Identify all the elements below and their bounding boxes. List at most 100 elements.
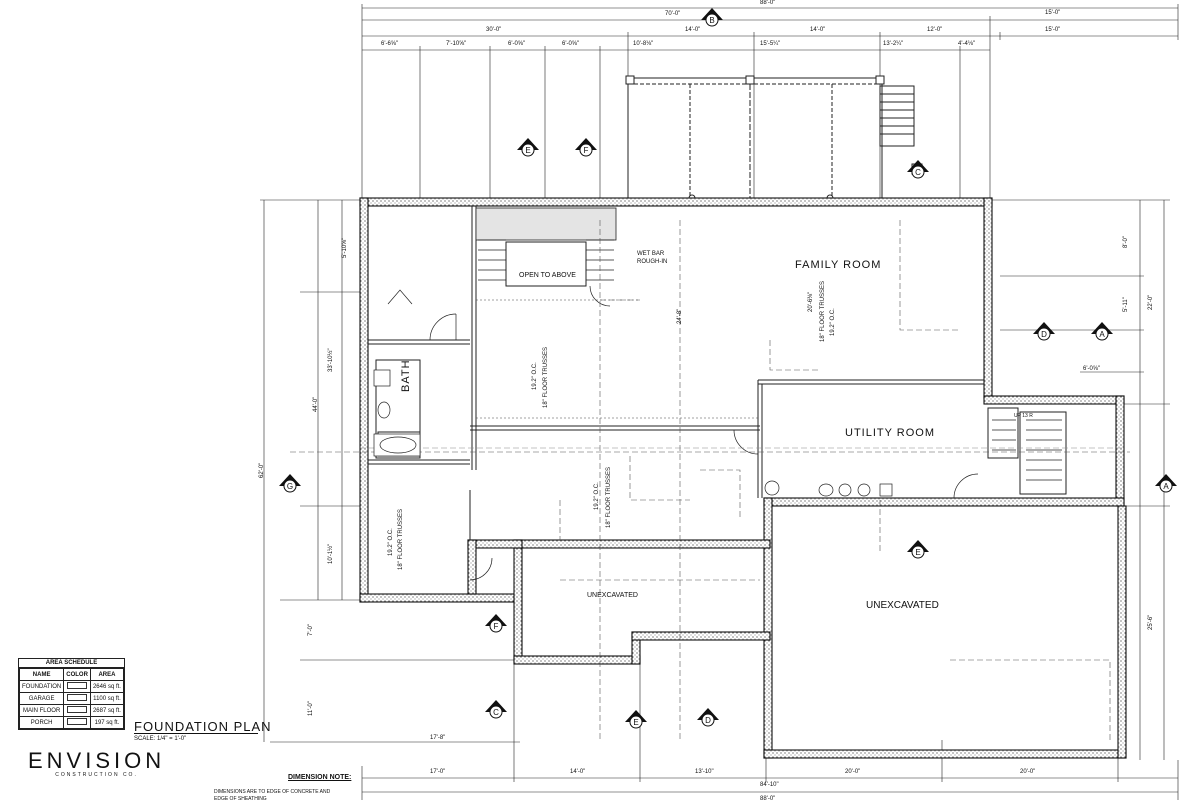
room-label-family: FAMILY ROOM bbox=[795, 259, 882, 271]
label-unexcavated-left: UNEXCAVATED bbox=[587, 592, 638, 599]
main-floor-outline bbox=[290, 220, 1130, 740]
dim-top-mid: 70'-0" bbox=[665, 11, 681, 17]
dim-bottom-left-17: 17'-8" bbox=[430, 735, 446, 741]
section-marker: A bbox=[1091, 322, 1113, 341]
dim-center-24: 24'-8" bbox=[677, 308, 683, 324]
door-swings bbox=[387, 285, 979, 581]
truss-label-center-oc: 19.2" O.C. bbox=[532, 362, 538, 390]
dim-top-s6: 15'-5¼" bbox=[760, 41, 781, 47]
title-underline bbox=[134, 733, 258, 734]
dim-top-overall: 88'-0" bbox=[760, 0, 776, 6]
section-marker: F bbox=[485, 614, 507, 633]
label-unexcavated-right: UNEXCAVATED bbox=[866, 600, 939, 611]
area-schedule-title: AREA SCHEDULE bbox=[19, 659, 124, 668]
porch-frame bbox=[627, 77, 915, 205]
section-marker: G bbox=[279, 474, 301, 493]
schedule-area: 2687 sq ft. bbox=[89, 704, 125, 717]
table-row: MAIN FLOOR 2687 sq ft. bbox=[18, 704, 125, 717]
dim-top-a: 30'-0" bbox=[486, 27, 502, 33]
schedule-header-area: AREA bbox=[89, 668, 125, 681]
drawing-scale: SCALE: 1/4" = 1'-0" bbox=[134, 736, 187, 742]
dim-left-44: 44'-0" bbox=[313, 396, 319, 412]
dim-left-10: 10'-1½" bbox=[328, 543, 334, 564]
dim-top-right-overall: 15'-0" bbox=[1045, 10, 1061, 16]
table-row: FOUNDATION 2646 sq ft. bbox=[18, 680, 125, 693]
section-letter: C bbox=[493, 708, 499, 717]
section-letter: F bbox=[494, 622, 499, 631]
dim-bottom-e: 20'-0" bbox=[1020, 769, 1036, 775]
dimension-note-line1: DIMENSIONS ARE TO EDGE OF CONCRETE AND bbox=[214, 789, 331, 795]
truss-label-family: 18" FLOOR TRUSSES bbox=[820, 280, 826, 342]
color-swatch bbox=[67, 706, 88, 713]
truss-label-center: 18" FLOOR TRUSSES bbox=[543, 346, 549, 408]
truss-label-lower-oc: 19.2" O.C. bbox=[594, 482, 600, 510]
section-marker: C bbox=[485, 700, 507, 719]
top-dimension-lines bbox=[361, 4, 1179, 200]
section-marker: E bbox=[907, 540, 929, 559]
section-letter: A bbox=[1163, 482, 1169, 491]
dim-right-8: 8'-0" bbox=[1123, 236, 1129, 248]
area-schedule-table: NAME COLOR AREA FOUNDATION 2646 sq ft. G… bbox=[18, 668, 125, 729]
section-marker: C bbox=[907, 160, 929, 179]
color-swatch bbox=[67, 694, 88, 701]
label-open-to-above: OPEN TO ABOVE bbox=[519, 272, 576, 279]
dim-right-22: 22'-0" bbox=[1148, 294, 1154, 310]
label-stairs-up: UP 13 R bbox=[1014, 413, 1033, 419]
truss-label-left-oc: 19.2" O.C. bbox=[388, 528, 394, 556]
left-dimension-lines bbox=[260, 199, 520, 742]
section-letter: D bbox=[705, 716, 711, 725]
room-label-utility: UTILITY ROOM bbox=[845, 427, 936, 439]
schedule-header-name: NAME bbox=[18, 668, 65, 681]
section-marker: A bbox=[1155, 474, 1177, 493]
dim-top-e: 15'-0" bbox=[1045, 27, 1061, 33]
stairs bbox=[475, 207, 1062, 481]
schedule-name: GARAGE bbox=[18, 692, 65, 705]
dim-top-s8: 4'-4⅛" bbox=[958, 41, 975, 47]
bottom-dimension-lines bbox=[270, 600, 1179, 800]
dim-bottom-mid: 84'-10" bbox=[760, 782, 779, 788]
truss-label-lower: 18" FLOOR TRUSSES bbox=[606, 466, 612, 528]
dim-right-25: 25'-6" bbox=[1148, 614, 1154, 630]
dim-bottom-c: 13'-10" bbox=[695, 769, 714, 775]
label-wet-bar: WET BAR bbox=[637, 251, 665, 257]
schedule-name: MAIN FLOOR bbox=[18, 704, 65, 717]
schedule-header-color: COLOR bbox=[63, 668, 91, 681]
dim-left-overall: 62'-0" bbox=[259, 462, 265, 478]
dim-top-s1: 6'-6⅝" bbox=[381, 41, 398, 47]
section-marker: B bbox=[701, 8, 723, 27]
dim-left-33: 33'-10½" bbox=[328, 348, 334, 372]
dim-top-s7: 13'-2¼" bbox=[883, 41, 904, 47]
dim-bottom-b: 14'-0" bbox=[570, 769, 586, 775]
color-swatch bbox=[67, 718, 88, 725]
dimension-note-title: DIMENSION NOTE: bbox=[288, 774, 352, 781]
schedule-area: 1100 sq ft. bbox=[89, 692, 125, 705]
dim-center-20: 20'-6⅜" bbox=[808, 291, 814, 312]
right-dimension-lines bbox=[990, 199, 1170, 760]
dim-bottom-overall: 88'-0" bbox=[760, 796, 776, 802]
section-letter: F bbox=[584, 146, 589, 155]
logo-word: ENVISION bbox=[28, 748, 166, 773]
section-marker: E bbox=[625, 710, 647, 729]
area-schedule: AREA SCHEDULE NAME COLOR AREA FOUNDATION… bbox=[18, 658, 125, 730]
truss-label-left: 18" FLOOR TRUSSES bbox=[398, 508, 404, 570]
dim-left-7: 7'-0" bbox=[308, 624, 314, 636]
dim-top-b: 14'-0" bbox=[685, 27, 701, 33]
logo-sub: CONSTRUCTION CO. bbox=[55, 772, 138, 778]
section-marker: D bbox=[1033, 322, 1055, 341]
table-row: GARAGE 1100 sq ft. bbox=[18, 692, 125, 705]
section-letter: G bbox=[287, 482, 293, 491]
section-letter: A bbox=[1099, 330, 1105, 339]
dim-right-6: 6'-0⅝" bbox=[1083, 366, 1100, 372]
schedule-area: 197 sq ft. bbox=[89, 716, 125, 729]
dim-bottom-d: 20'-0" bbox=[845, 769, 861, 775]
dim-top-s5: 10'-8⅛" bbox=[633, 41, 654, 47]
dim-top-c: 14'-0" bbox=[810, 27, 826, 33]
dim-right-511: 5'-11" bbox=[1123, 297, 1129, 312]
dimension-note-line2: EDGE OF SHEATHING bbox=[214, 796, 267, 802]
dim-left-11: 11'-0" bbox=[308, 701, 314, 716]
interior-walls bbox=[368, 206, 1067, 540]
section-letter: E bbox=[915, 548, 920, 557]
bath-fixtures bbox=[373, 369, 421, 457]
